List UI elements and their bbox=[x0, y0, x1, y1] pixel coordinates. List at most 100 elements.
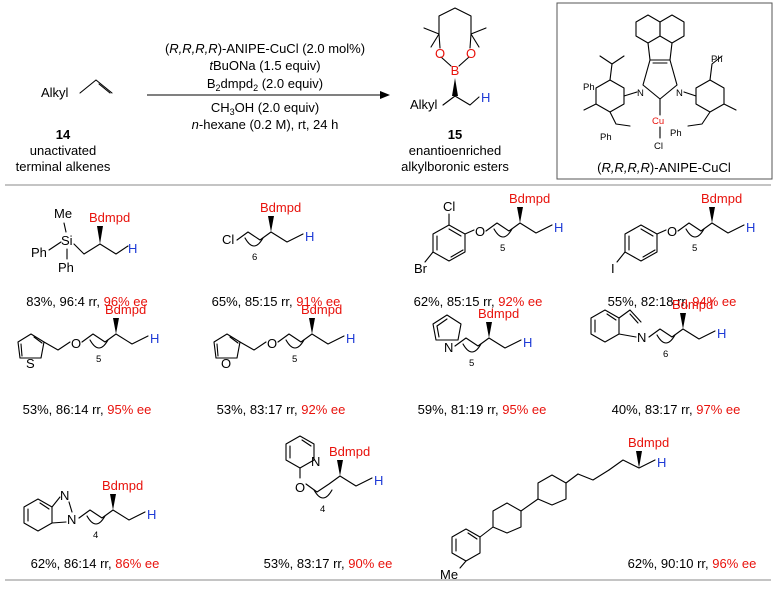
product-2-n: 6 bbox=[252, 252, 257, 263]
product-3-result: 62%, 85:15 rr, 92% ee bbox=[414, 294, 543, 309]
product-2-h: H bbox=[305, 229, 314, 244]
product-4-result: 55%, 82:18 rr, 94% ee bbox=[608, 294, 737, 309]
product-o1: O bbox=[435, 46, 445, 61]
product-2: Cl 6 Bdmpd H 65%, 85:15 rr, 91% ee bbox=[212, 200, 341, 309]
product-5-h: H bbox=[150, 331, 159, 346]
product-1-si: Si bbox=[61, 233, 73, 248]
product-5-s: S bbox=[26, 356, 35, 371]
product-o2: O bbox=[466, 46, 476, 61]
reactant-desc-1: unactivated bbox=[30, 143, 97, 158]
product-5-o: O bbox=[71, 336, 81, 351]
product-6-o: O bbox=[267, 336, 277, 351]
product-11: Me Bdmpd H 62%, 90:10 rr, 96% ee bbox=[440, 435, 756, 582]
product-11-bdmpd: Bdmpd bbox=[628, 435, 669, 450]
product-b: B bbox=[451, 63, 460, 78]
product-1-ph-a: Ph bbox=[31, 245, 47, 260]
product-8-result: 40%, 83:17 rr, 97% ee bbox=[612, 402, 741, 417]
product-1-bdmpd: Bdmpd bbox=[89, 210, 130, 225]
catalyst-caption: (R,R,R,R)-ANIPE-CuCl bbox=[597, 160, 731, 175]
reactant-14: Alkyl 14 unactivated terminal alkenes bbox=[16, 79, 113, 174]
product-2-bdmpd: Bdmpd bbox=[260, 200, 301, 215]
product-9: N N 4 Bdmpd H 62%, 86:14 rr, 86% ee bbox=[23, 478, 160, 571]
product-5-bdmpd: Bdmpd bbox=[105, 302, 146, 317]
product-alkyl-label: Alkyl bbox=[410, 97, 438, 112]
condition-catalyst: (R,R,R,R)-ANIPE-CuCl (2.0 mol%) bbox=[165, 41, 365, 56]
product-9-h: H bbox=[147, 507, 156, 522]
product-8: N 6 Bdmpd H 40%, 83:17 rr, 97% ee bbox=[590, 297, 741, 417]
product-11-h: H bbox=[657, 455, 666, 470]
product-4: I O 5 Bdmpd H 55%, 82:18 rr, 94% ee bbox=[608, 191, 756, 309]
product-4-i: I bbox=[611, 261, 615, 276]
product-11-me: Me bbox=[440, 567, 458, 582]
condition-diboron: B2dmpd2 (2.0 equiv) bbox=[207, 76, 323, 93]
product-9-n-a: N bbox=[60, 488, 69, 503]
catalyst-cl: Cl bbox=[654, 141, 663, 152]
product-2-cl: Cl bbox=[222, 232, 234, 247]
product-6-bdmpd: Bdmpd bbox=[301, 302, 342, 317]
product-5-result: 53%, 86:14 rr, 95% ee bbox=[23, 402, 152, 417]
product-4-h: H bbox=[746, 220, 755, 235]
product-3-n: 5 bbox=[500, 243, 505, 254]
product-7-bdmpd: Bdmpd bbox=[478, 306, 519, 321]
product-1-ph-b: Ph bbox=[58, 260, 74, 275]
product-7-n-ring: N bbox=[444, 340, 453, 355]
catalyst-ph3: Ph bbox=[711, 54, 723, 65]
product-7-result: 59%, 81:19 rr, 95% ee bbox=[418, 402, 547, 417]
product-5: S O 5 Bdmpd H 53%, 86:14 rr, 95% ee bbox=[17, 302, 159, 417]
product-7-h: H bbox=[523, 335, 532, 350]
reactant-number: 14 bbox=[56, 127, 71, 142]
product-3-cl: Cl bbox=[443, 199, 455, 214]
product-1-h: H bbox=[128, 241, 137, 256]
product-3: Cl Br O 5 Bdmpd H 62%, 85:15 rr, 92% ee bbox=[414, 191, 564, 309]
product-1-me: Me bbox=[54, 206, 72, 221]
product-15: O O B Alkyl H 15 enantioenriched alkylbo… bbox=[401, 7, 509, 174]
condition-solvent: n-hexane (0.2 M), rt, 24 h bbox=[192, 117, 339, 132]
product-3-h: H bbox=[554, 220, 563, 235]
product-3-o: O bbox=[475, 224, 485, 239]
product-desc-1: enantioenriched bbox=[409, 143, 502, 158]
catalyst-n1: N bbox=[637, 88, 644, 99]
product-8-n-ring: N bbox=[637, 330, 646, 345]
product-4-bdmpd: Bdmpd bbox=[701, 191, 742, 206]
product-5-n: 5 bbox=[96, 354, 101, 365]
alkene-skeleton bbox=[79, 79, 113, 94]
product-6-o-ring: O bbox=[221, 356, 231, 371]
reaction-conditions: (R,R,R,R)-ANIPE-CuCl (2.0 mol%) tBuONa (… bbox=[147, 41, 390, 132]
product-4-n: 5 bbox=[692, 243, 697, 254]
product-6-result: 53%, 83:17 rr, 92% ee bbox=[217, 402, 346, 417]
product-10-o: O bbox=[295, 480, 305, 495]
catalyst-box: N N Cu Cl Ph Ph Ph Ph (R,R,R,R)-ANIPE-Cu… bbox=[556, 2, 773, 180]
product-1-result: 83%, 96:4 rr, 96% ee bbox=[26, 294, 148, 309]
product-10-h: H bbox=[374, 473, 383, 488]
product-10-n-ring: N bbox=[311, 454, 320, 469]
catalyst-ph1: Ph bbox=[583, 82, 595, 93]
product-6: O O 5 Bdmpd H 53%, 83:17 rr, 92% ee bbox=[213, 302, 355, 417]
product-8-n: 6 bbox=[663, 349, 668, 360]
condition-base: tBuONa (1.5 equiv) bbox=[209, 58, 320, 73]
product-8-h: H bbox=[717, 326, 726, 341]
condition-methanol: CH3OH (2.0 equiv) bbox=[211, 100, 319, 117]
product-3-bdmpd: Bdmpd bbox=[509, 191, 550, 206]
product-4-o: O bbox=[667, 224, 677, 239]
product-8-bdmpd: Bdmpd bbox=[672, 297, 713, 312]
product-10-n: 4 bbox=[320, 504, 325, 515]
product-2-result: 65%, 85:15 rr, 91% ee bbox=[212, 294, 341, 309]
reactant-alkyl-label: Alkyl bbox=[41, 85, 69, 100]
product-6-n: 5 bbox=[292, 354, 297, 365]
product-9-bdmpd: Bdmpd bbox=[102, 478, 143, 493]
product-10-result: 53%, 83:17 rr, 90% ee bbox=[264, 556, 393, 571]
reaction-arrow-head bbox=[380, 91, 390, 99]
product-3-br: Br bbox=[414, 261, 428, 276]
product-1: Me Si Ph Ph Bdmpd H 83%, 96:4 rr, 96% ee bbox=[26, 206, 148, 309]
catalyst-ph2: Ph bbox=[600, 132, 612, 143]
product-9-n: 4 bbox=[93, 530, 98, 541]
product-h: H bbox=[481, 90, 490, 105]
catalyst-ph4: Ph bbox=[670, 128, 682, 139]
reactant-desc-2: terminal alkenes bbox=[16, 159, 111, 174]
product-10: N O 4 Bdmpd H 53%, 83:17 rr, 90% ee bbox=[264, 435, 393, 571]
product-7: N 5 Bdmpd H 59%, 81:19 rr, 95% ee bbox=[418, 306, 547, 417]
product-9-result: 62%, 86:14 rr, 86% ee bbox=[31, 556, 160, 571]
catalyst-cu: Cu bbox=[652, 116, 664, 127]
product-11-result: 62%, 90:10 rr, 96% ee bbox=[628, 556, 757, 571]
